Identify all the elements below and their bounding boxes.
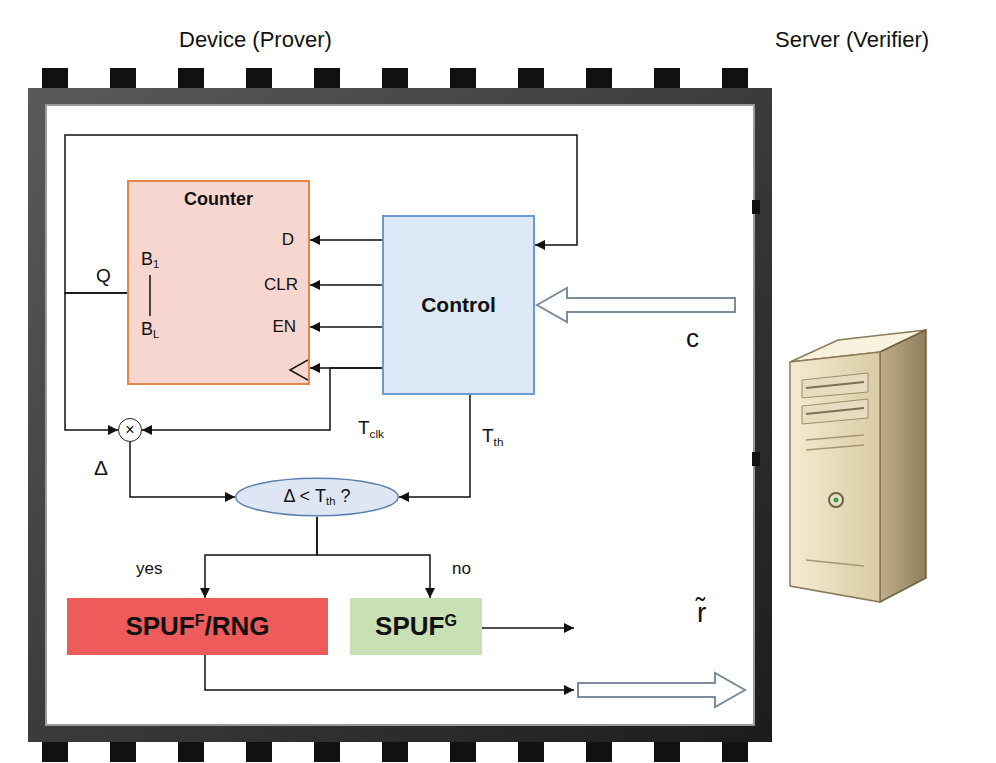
signal-name: Δ — [94, 456, 108, 479]
challenge-label: c — [686, 324, 699, 353]
signal-wire — [130, 442, 235, 497]
ellipse-shape — [236, 478, 398, 516]
node-label: SPUFG — [375, 612, 457, 641]
graphic-part — [802, 399, 868, 424]
graphic-part — [806, 408, 864, 414]
signal-wire — [65, 293, 127, 430]
signal-name: Tth — [482, 426, 503, 448]
graphic-part: th — [326, 495, 335, 507]
signal-wire — [205, 517, 317, 598]
spuf-g-box: SPUFG — [350, 598, 482, 655]
signal-wire — [310, 326, 382, 328]
response-label: r̃ — [697, 598, 706, 629]
output-wire — [205, 655, 574, 690]
node-label: Control — [421, 293, 496, 316]
control-block: Control — [382, 215, 535, 395]
multiplier-circle: × — [118, 418, 142, 442]
bit-name: BL — [141, 320, 159, 341]
server-icon — [790, 330, 926, 602]
block-title: Counter — [129, 190, 308, 210]
graphic-part: 1 — [153, 258, 159, 270]
graphic-part: L — [153, 328, 159, 340]
node-label: × — [125, 421, 134, 439]
pin-name: EN — [272, 318, 296, 337]
chip-die — [46, 105, 754, 725]
graphic-part — [806, 445, 864, 450]
graphic-part — [834, 498, 839, 503]
graphic-part — [806, 435, 864, 440]
chip-mark — [752, 452, 760, 466]
signal-name: Tclk — [358, 418, 384, 440]
signal-wire — [317, 517, 430, 598]
graphic-part: clk — [370, 427, 384, 440]
bit-range-line — [149, 275, 151, 316]
signal-wire — [399, 395, 470, 497]
node-label: SPUFF/RNG — [125, 612, 269, 641]
graphic-part — [802, 373, 868, 398]
graphic-part — [806, 560, 864, 566]
signal-name: yes — [136, 560, 162, 579]
input-arrow — [537, 288, 735, 322]
graphic-part — [790, 352, 880, 602]
counter-block: CounterB1BL D CLR EN — [127, 180, 310, 385]
chip-mark — [752, 200, 760, 214]
pin-name: D — [282, 231, 294, 250]
clock-symbol — [290, 360, 308, 380]
output-wire — [482, 627, 574, 629]
node-label: Δ < Tth ? — [284, 487, 351, 508]
spuf-rng-box: SPUFF/RNG — [67, 598, 328, 655]
pin-name: CLR — [264, 276, 298, 295]
section-title: Server (Verifier) — [775, 28, 929, 52]
graphic-part — [829, 493, 843, 507]
graphic-part: G — [444, 611, 457, 629]
section-title: Device (Prover) — [179, 28, 332, 52]
signal-name: Q — [96, 266, 111, 287]
graphic-part — [806, 382, 864, 388]
bit-name: B1 — [141, 250, 159, 271]
decision-ellipse: Δ < Tth ? — [235, 477, 399, 517]
output-arrow — [578, 673, 745, 707]
graphic-part — [880, 330, 926, 602]
chip-housing — [28, 88, 772, 742]
signal-name: no — [452, 560, 471, 579]
graphic-part: th — [494, 435, 504, 448]
graphic-part: F — [195, 611, 205, 629]
signal-wire — [310, 284, 382, 286]
signal-wire — [310, 239, 382, 241]
